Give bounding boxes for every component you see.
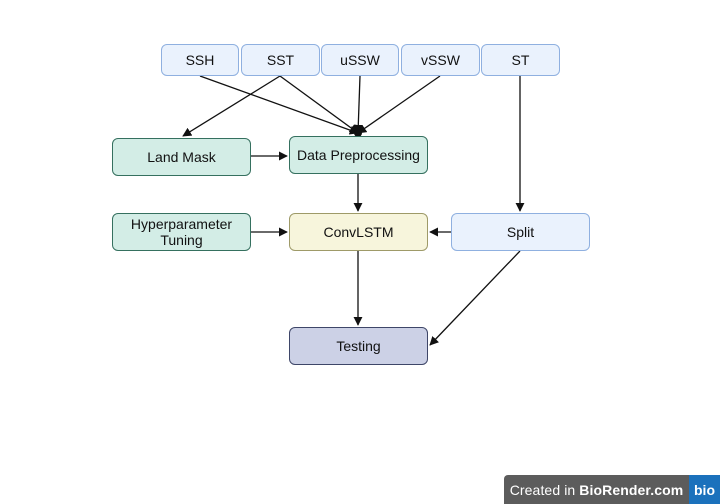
node-sst-label: SST [266,52,295,68]
biorender-logo-icon: bio [689,475,720,504]
node-vssw: vSSW [401,44,480,76]
node-ssh-label: SSH [185,52,215,68]
node-sst: SST [241,44,320,76]
badge-brand: BioRender.com [579,481,684,498]
merge-junction-dot [354,129,362,137]
node-ussw: uSSW [321,44,399,76]
node-split-label: Split [506,224,535,240]
node-convlstm: ConvLSTM [289,213,428,251]
node-ssh: SSH [161,44,239,76]
node-data-preprocessing: Data Preprocessing [289,136,428,174]
edge-split-to-testing [429,250,521,346]
biorender-badge[interactable]: Created in BioRender.com bio [504,475,720,504]
edge-ssh-to-data-preprocessing [199,75,359,135]
node-convlstm-label: ConvLSTM [323,224,394,240]
node-testing: Testing [289,327,428,365]
badge-prefix: Created in [509,481,576,498]
edge-sst-to-land-mask [182,75,281,137]
node-hyperparameter-tuning-label: Hyperparameter Tuning [130,216,233,248]
badge-text: Created in BioRender.com [504,475,689,504]
node-ussw-label: uSSW [340,52,380,68]
node-st-label: ST [511,52,530,68]
edge-ussw-to-data-preprocessing [353,75,363,134]
node-vssw-label: vSSW [421,52,460,68]
node-land-mask: Land Mask [112,138,251,176]
node-st: ST [481,44,560,76]
node-split: Split [451,213,590,251]
edge-vssw-to-data-preprocessing [357,75,441,134]
node-hyperparameter-tuning: Hyperparameter Tuning [112,213,251,251]
edge-sst-to-data-preprocessing [279,75,359,134]
node-testing-label: Testing [336,338,381,354]
node-land-mask-label: Land Mask [147,149,216,165]
node-data-preprocessing-label: Data Preprocessing [297,147,420,163]
